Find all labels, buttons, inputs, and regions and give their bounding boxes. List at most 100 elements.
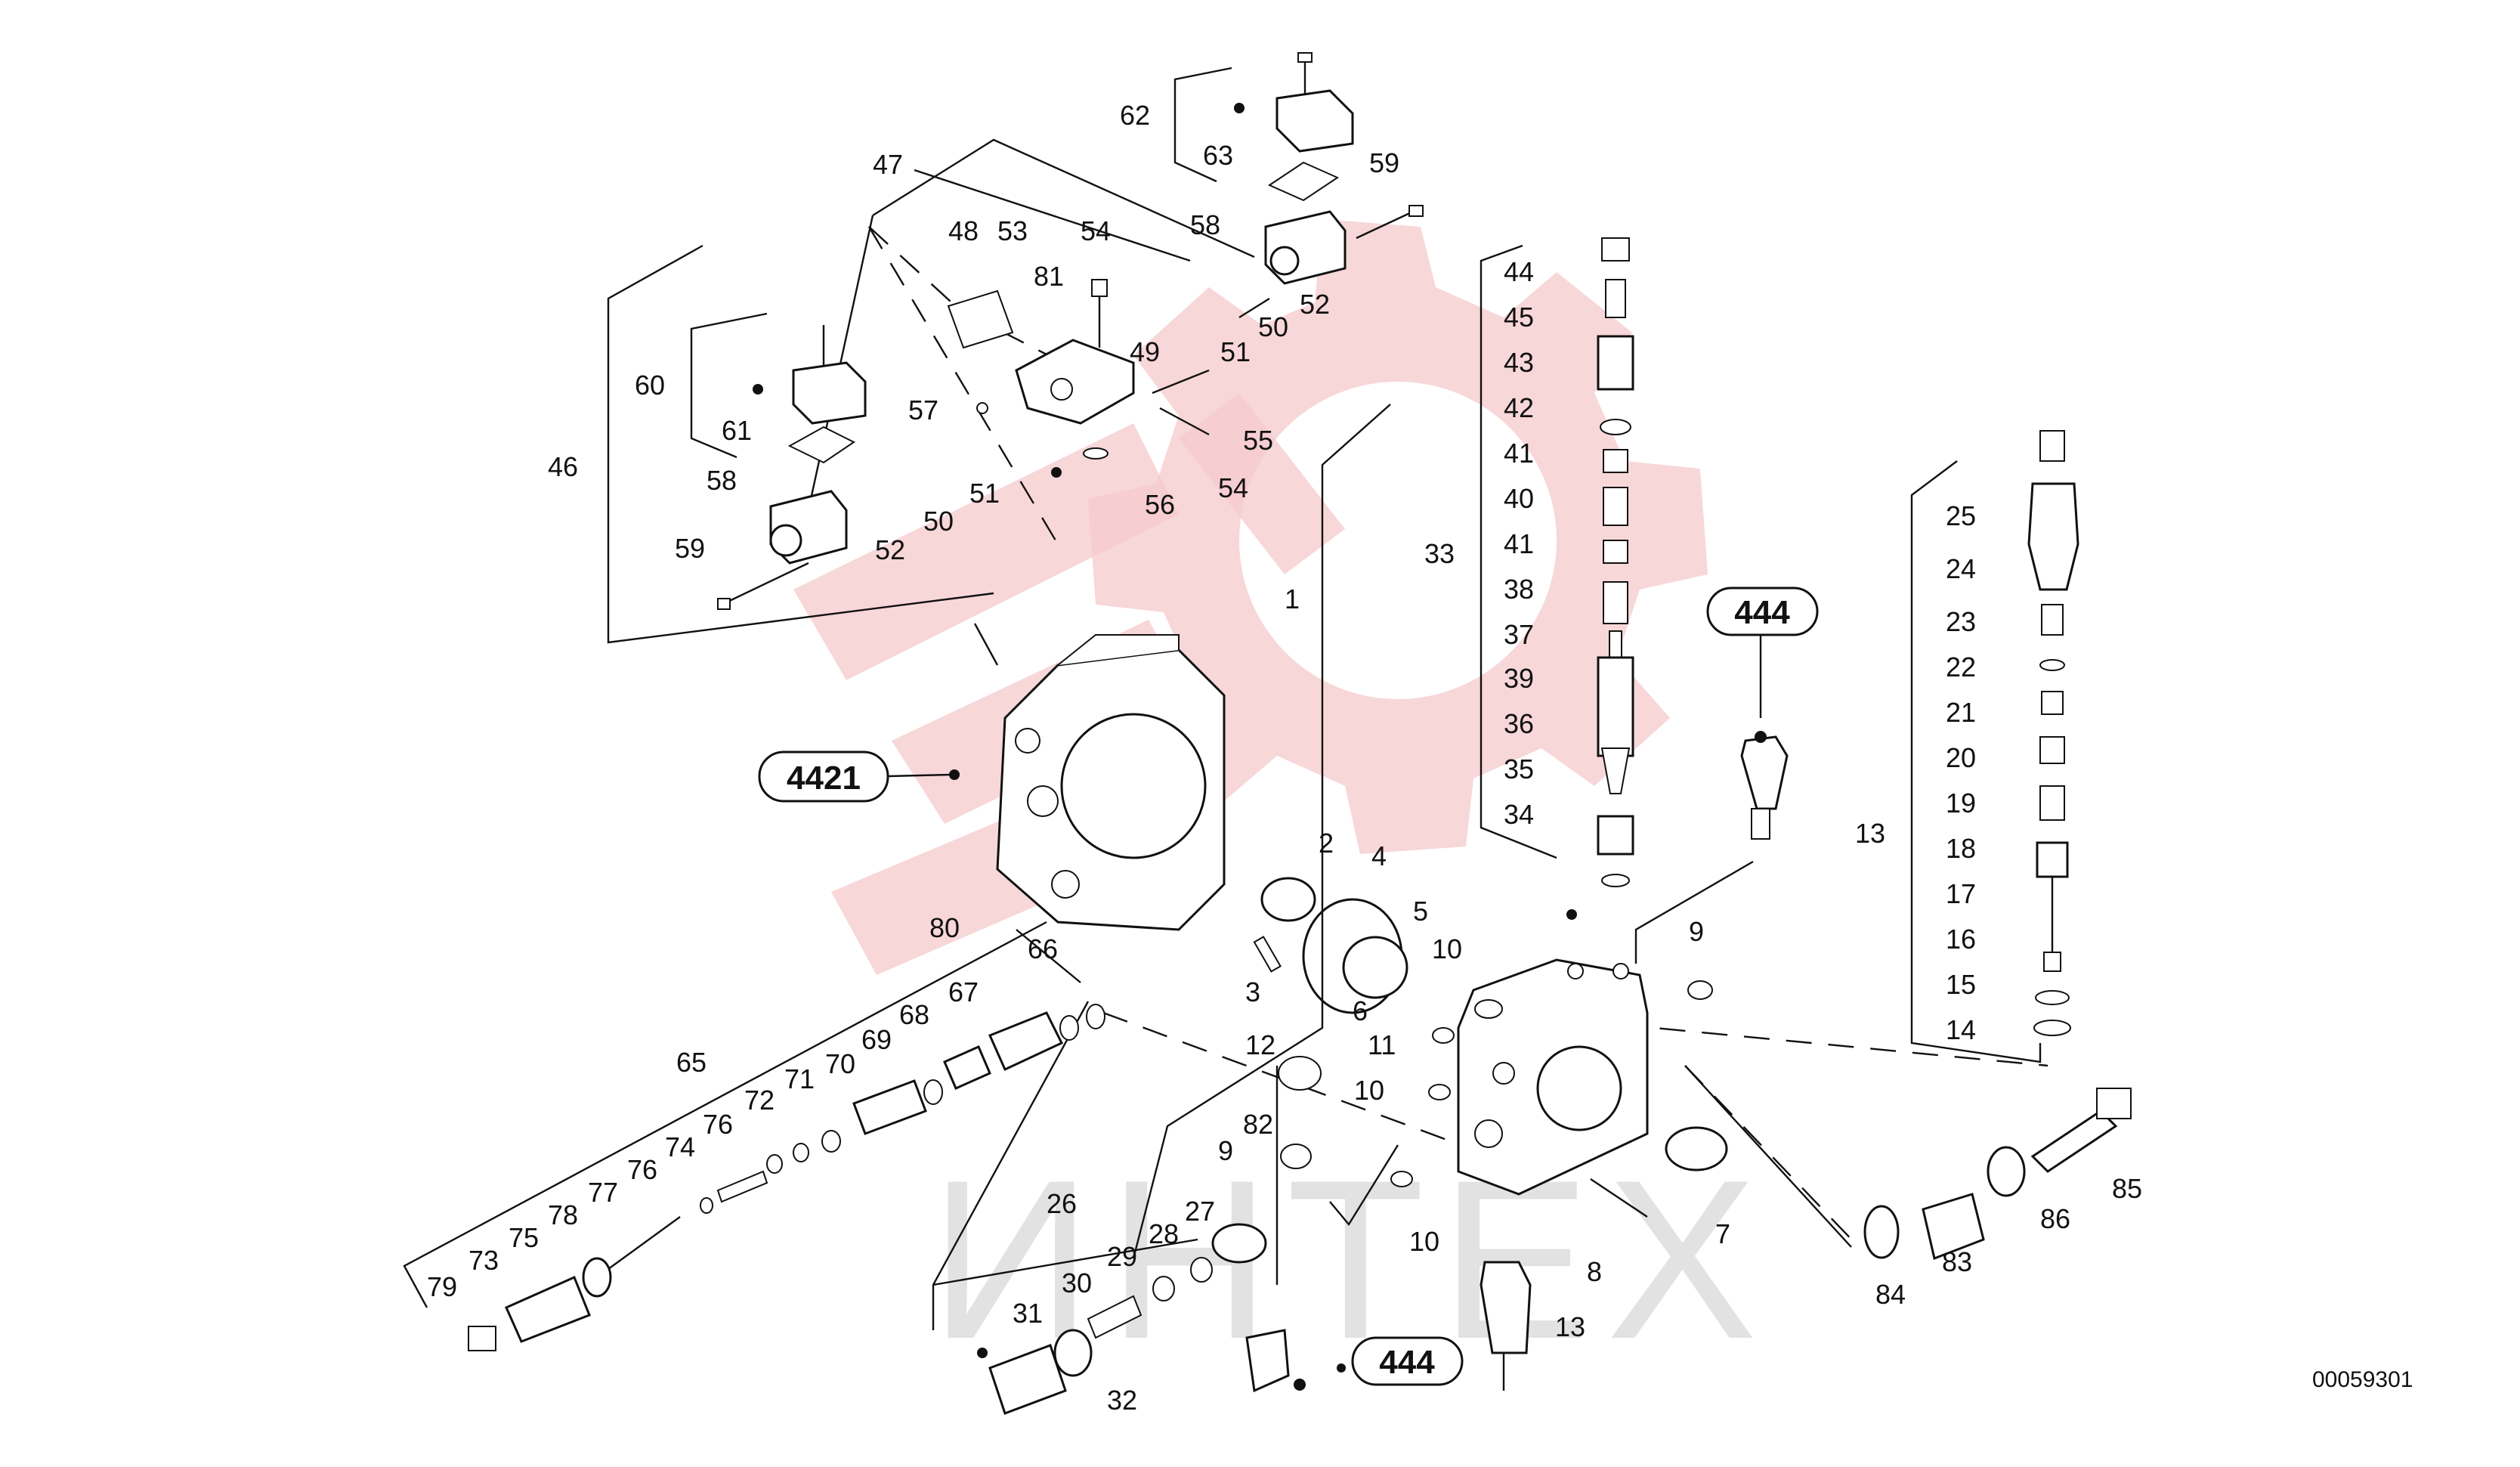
label-54-lower: 54 [1218,472,1248,503]
label-52-lower: 52 [875,534,905,565]
document-id: 00059301 [2312,1367,2413,1392]
pump-housing [996,634,1226,931]
label-6: 6 [1353,995,1368,1026]
label-59-lower: 59 [675,533,705,564]
label-17: 17 [1946,878,1976,909]
label-51-upper: 51 [1220,336,1251,367]
label-28: 28 [1149,1218,1179,1249]
reference-dots [753,103,1767,1391]
label-7: 7 [1715,1218,1730,1249]
label-49: 49 [1130,336,1160,367]
label-20: 20 [1946,742,1976,773]
label-50-lower: 50 [923,506,954,537]
label-53: 53 [997,215,1028,246]
label-4: 4 [1371,840,1387,871]
label-58-lower: 58 [707,465,737,496]
label-76-lower: 76 [627,1154,657,1185]
label-77: 77 [588,1177,618,1208]
label-39: 39 [1504,663,1534,694]
label-57: 57 [908,395,938,426]
label-46: 46 [548,451,578,482]
label-78: 78 [548,1199,578,1230]
label-35: 35 [1504,754,1534,785]
label-36: 36 [1504,708,1534,739]
pressure-sensor-top [1740,735,1789,840]
label-82: 82 [1243,1109,1273,1140]
label-59-upper: 59 [1369,147,1399,178]
label-9-right: 9 [1689,916,1704,947]
label-68: 68 [899,999,929,1030]
label-22: 22 [1946,651,1976,682]
callout-4421: 4421 [758,751,951,803]
label-43: 43 [1504,347,1534,378]
right-fittings [1863,1088,2132,1261]
label-71: 71 [784,1063,815,1094]
label-63: 63 [1203,140,1233,171]
label-21: 21 [1946,697,1976,728]
label-34: 34 [1504,799,1534,830]
label-37: 37 [1504,619,1534,650]
label-18: 18 [1946,833,1976,864]
relief-valve-stack-13 [2027,430,2079,1036]
label-74: 74 [665,1131,695,1162]
label-47: 47 [873,149,903,180]
label-41-upper: 41 [1504,438,1534,469]
watermark-logo [793,219,1708,975]
label-10-middle: 10 [1354,1075,1384,1106]
label-66: 66 [1028,933,1058,964]
label-84: 84 [1875,1279,1906,1310]
label-55: 55 [1243,425,1273,456]
label-58-upper: 58 [1190,209,1220,240]
label-38: 38 [1504,574,1534,605]
label-23: 23 [1946,606,1976,637]
part-labels: 62 63 59 47 58 48 53 54 81 52 50 49 51 6… [427,100,2142,1416]
valve-block [947,279,1210,460]
spool-stack-33 [1597,237,1634,887]
label-48: 48 [948,215,979,246]
label-65: 65 [676,1047,707,1078]
label-45: 45 [1504,302,1534,333]
solenoid-lower [717,325,867,610]
label-83: 83 [1942,1246,1972,1277]
label-33: 33 [1424,538,1455,569]
label-14: 14 [1946,1014,1976,1045]
label-19: 19 [1946,788,1976,819]
label-73: 73 [468,1245,499,1276]
label-10-top: 10 [1432,933,1462,964]
callout-444-top-text: 444 [1734,594,1790,631]
label-13-right: 13 [1855,818,1885,849]
label-56: 56 [1145,489,1175,520]
label-80: 80 [929,912,960,943]
label-86: 86 [2040,1203,2070,1234]
spool-assembly-65 [468,1004,1105,1351]
label-41-lower: 41 [1504,528,1534,559]
label-85: 85 [2112,1173,2142,1204]
label-10-bottom: 10 [1409,1226,1439,1257]
label-1: 1 [1285,583,1300,614]
label-8: 8 [1587,1256,1602,1287]
label-11: 11 [1368,1029,1396,1060]
label-40: 40 [1504,483,1534,514]
label-72: 72 [744,1085,775,1116]
label-79: 79 [427,1271,457,1302]
label-5: 5 [1413,896,1428,927]
label-30: 30 [1062,1267,1092,1298]
label-76-upper: 76 [703,1109,733,1140]
label-12: 12 [1245,1029,1275,1060]
callout-4421-text: 4421 [787,760,861,797]
label-62: 62 [1120,100,1150,131]
label-54-upper: 54 [1081,215,1111,246]
label-60: 60 [635,370,665,401]
label-2: 2 [1319,828,1334,859]
label-31: 31 [1013,1298,1043,1329]
label-51-lower: 51 [969,478,1000,509]
label-44: 44 [1504,256,1534,287]
label-13-bottom: 13 [1555,1311,1585,1342]
callout-444-bottom: 444 [1351,1336,1464,1386]
parts [468,52,2132,1415]
leader-lines [403,67,2048,1330]
label-29: 29 [1107,1241,1137,1272]
label-75: 75 [509,1222,539,1253]
label-42: 42 [1504,392,1534,423]
